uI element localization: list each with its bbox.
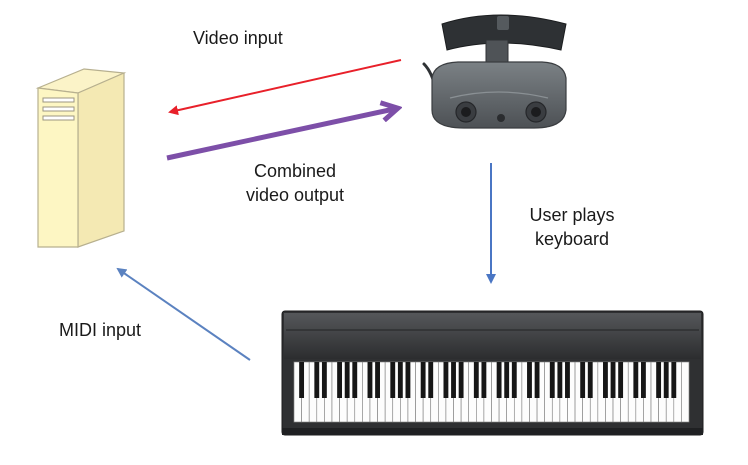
piano-black-key — [451, 362, 456, 398]
piano-black-key — [299, 362, 305, 398]
piano-black-key — [321, 362, 327, 398]
piano-black-key — [549, 362, 555, 398]
label-midi-input: MIDI input — [59, 320, 142, 340]
piano-black-key — [390, 362, 396, 398]
label-user-plays-line-1: User plays — [529, 205, 615, 225]
piano-black-key — [557, 362, 563, 398]
piano-black-key — [656, 362, 662, 398]
piano-black-key — [633, 362, 639, 398]
piano-black-key — [405, 362, 411, 398]
piano-black-key — [314, 362, 320, 398]
piano-black-key — [481, 362, 487, 398]
piano-black-key — [337, 362, 343, 398]
video-input-arrow — [168, 59, 402, 116]
piano-black-key — [420, 362, 426, 398]
label-user-plays-line-2: keyboard — [534, 229, 610, 249]
piano-black-key — [344, 362, 350, 398]
label-combined-line-2: video output — [245, 185, 345, 205]
piano-black-key — [618, 362, 624, 398]
piano-black-key — [428, 362, 434, 398]
label-user-plays-keyboard: User plays keyboard — [514, 203, 630, 251]
piano-black-key — [534, 362, 540, 398]
piano-black-key — [458, 362, 464, 398]
piano-black-key — [397, 362, 403, 398]
label-video-input: Video input — [193, 28, 283, 48]
piano-black-key — [496, 362, 502, 398]
computer-tower-icon — [35, 68, 127, 248]
piano-black-keys — [299, 362, 677, 398]
piano-black-key — [443, 362, 449, 398]
piano-black-key — [580, 362, 586, 398]
piano-white-key — [681, 361, 690, 423]
piano-black-key — [603, 362, 608, 398]
piano-black-key — [504, 362, 510, 398]
piano-black-key — [610, 362, 616, 398]
piano-keyboard-icon — [281, 310, 704, 436]
piano-black-key — [473, 362, 479, 398]
piano-black-key — [663, 362, 669, 398]
label-combined-video-output: Combined video output — [224, 159, 366, 207]
midi-input-arrow — [116, 267, 251, 361]
piano-black-key — [511, 362, 517, 398]
vr-headset-icon — [422, 14, 567, 129]
piano-black-key — [352, 362, 358, 398]
label-combined-line-1: Combined — [253, 161, 337, 181]
piano-black-key — [375, 362, 380, 398]
piano-black-key — [671, 362, 677, 398]
piano-black-key — [367, 362, 373, 398]
piano-black-key — [587, 362, 593, 398]
combined-video-output-arrow — [166, 109, 394, 161]
piano-black-key — [640, 362, 646, 398]
piano-black-key — [527, 362, 532, 398]
piano-black-key — [565, 362, 570, 398]
piano-white-keys — [293, 361, 690, 423]
